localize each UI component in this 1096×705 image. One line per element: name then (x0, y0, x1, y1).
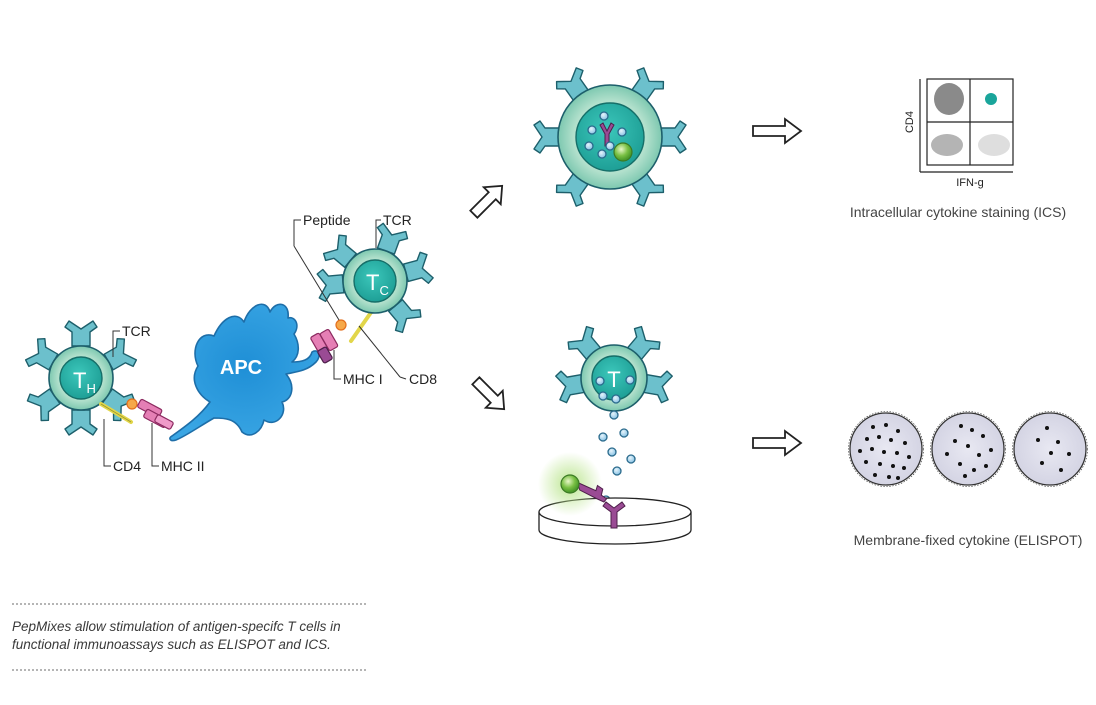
elispot-well-1 (848, 411, 924, 487)
th-nucleus (59, 356, 103, 400)
ics-xlabel: IFN-g (956, 177, 984, 189)
figure-caption: PepMixes allow stimulation of antigen-sp… (12, 603, 366, 671)
leader-lines (103, 219, 407, 467)
mhc1-molecule (310, 328, 339, 364)
ics-t-cell (533, 64, 687, 210)
th-label-sub: H (86, 381, 95, 396)
peptide-dot-right (335, 319, 347, 331)
elispot-well-2 (930, 411, 1006, 487)
th-label: T (73, 368, 86, 393)
ics-antibody-icon (599, 122, 615, 147)
apc-cell (169, 303, 320, 442)
ics-population-cd4-pos (934, 83, 964, 115)
ics-nucleus (575, 102, 645, 172)
elispot-fluorescent-marker (560, 474, 580, 494)
tcr-label-right: TCR (383, 212, 412, 228)
tc-label: T (366, 270, 379, 295)
cd4-label: CD4 (113, 458, 141, 474)
t-helper-cell: TH (22, 320, 140, 436)
elispot-t-cell: T (554, 323, 674, 412)
elispot-method-label: Membrane-fixed cytokine (ELISPOT) (854, 532, 1083, 548)
peptide-dot-left (126, 398, 138, 410)
elispot-cell-label: T (607, 367, 620, 392)
arrow-right-elispot-icon (752, 429, 803, 457)
tc-label-sub: C (379, 283, 388, 298)
mhc2-label: MHC II (161, 458, 205, 474)
arrow-up-icon (469, 184, 504, 219)
ics-method-label: Intracellular cytokine staining (ICS) (850, 204, 1066, 220)
elispot-well-3 (1012, 411, 1088, 487)
ics-population-double-pos (985, 93, 997, 105)
peptide-label: Peptide (303, 212, 351, 228)
ics-fluorescent-marker (613, 142, 633, 162)
ics-population-ifng-pos (978, 134, 1010, 156)
capture-antibody-icon (576, 481, 626, 529)
tcr-label-left: TCR (122, 323, 151, 339)
mhc1-label: MHC I (343, 371, 383, 387)
caption-line-1: PepMixes allow stimulation of antigen-sp… (12, 619, 341, 634)
cd8-label: CD8 (409, 371, 437, 387)
t-cytotoxic-cell: TC (316, 221, 435, 336)
apc-label: APC (220, 357, 262, 379)
tc-nucleus (353, 259, 397, 303)
mhc2-molecule (137, 398, 174, 430)
arrow-right-ics-icon (752, 117, 803, 145)
svg-text:TC: TC (366, 270, 389, 298)
cd8-molecule (349, 309, 374, 343)
arrow-down-icon (471, 376, 506, 411)
ics-ylabel: CD4 (904, 111, 916, 133)
cytokine-particles (598, 410, 636, 505)
svg-text:TH: TH (73, 368, 96, 396)
ics-quadrant-plot: CD4 IFN-g (904, 78, 1014, 189)
ics-population-double-neg (931, 134, 963, 156)
caption-line-2: functional immunoassays such as ELISPOT … (12, 637, 331, 652)
